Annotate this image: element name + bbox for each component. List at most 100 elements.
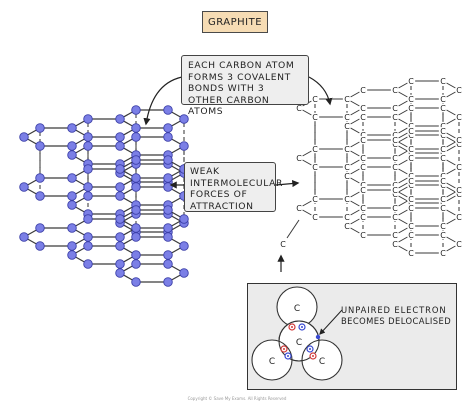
carbon-atom-bg [342,162,352,172]
carbon-symbol: C [360,131,366,140]
carbon-atom-bg [438,144,448,154]
carbon-atom [19,232,29,242]
carbon-symbol: C [440,181,446,190]
electron-dot [301,326,303,328]
carbon-symbol: C [440,131,446,140]
carbon-symbol: C [456,240,462,249]
carbon-atom-bg [342,94,352,104]
carbon-symbol: C [392,163,398,172]
carbon-atom [67,250,77,260]
carbon-symbol: C [360,181,366,190]
inset-carbon-symbol: C [294,304,300,314]
carbon-atom-bg [342,144,352,154]
carbon-atom-bg [358,230,368,240]
carbon-atom [115,114,125,124]
carbon-atom [131,182,141,192]
carbon-atom [83,191,93,201]
carbon-symbol: C [360,86,366,95]
carbon-symbol: C [312,163,318,172]
carbon-atom-bg [454,85,464,95]
carbon-symbol: C [440,231,446,240]
carbon-atom [35,223,45,233]
carbon-atom [67,123,77,133]
carbon-atom [131,232,141,242]
carbon-symbol: C [360,113,366,122]
callout-line: EACH CARBON ATOM [188,60,295,71]
carbon-symbol: C [408,199,414,208]
carbon-atom [83,114,93,124]
carbon-symbol: C [296,104,302,113]
carbon-symbol: C [408,181,414,190]
carbon-symbol: C [456,186,462,195]
inset-atom-center-outline [278,320,320,362]
carbon-atom-bg [438,221,448,231]
carbon-atom-bg [310,94,320,104]
callout-intermolecular-forces: WEAK INTERMOLECULAR FORCES OF ATTRACTION [184,162,282,212]
carbon-atom-bg [438,248,448,258]
carbon-atom-bg [454,239,464,249]
carbon-atom [83,214,93,224]
carbon-symbol: C [344,163,350,172]
carbon-atom [115,164,125,174]
carbon-symbol: C [360,231,366,240]
carbon-atom-bg [454,162,464,172]
carbon-atom-bg [390,103,400,113]
callout-line: FORMS 3 COVALENT [188,71,291,83]
carbon-atom-bg [342,212,352,222]
carbon-atom [179,268,189,278]
carbon-atom-bg [438,230,448,240]
arrow-forces-right [275,179,300,188]
covalent-bond [286,219,300,239]
carbon-symbol: C [456,190,462,199]
carbon-symbol: C [408,195,414,204]
carbon-symbol: C [440,95,446,104]
carbon-atom-bg [358,135,368,145]
carbon-atom [19,132,29,142]
carbon-atom-bg [358,103,368,113]
carbon-symbol: C [360,163,366,172]
carbon-atom-bg [454,135,464,145]
carbon-symbol: C [456,136,462,145]
carbon-atom [83,259,93,269]
carbon-symbol: C [440,149,446,158]
carbon-symbol: C [408,222,414,231]
carbon-symbol: C [456,140,462,149]
carbon-atom-bg [342,171,352,181]
carbon-atom [115,191,125,201]
carbon-atom-bg [454,212,464,222]
carbon-atom-bg [438,94,448,104]
carbon-symbol: C [456,213,462,222]
arrow-to-right-lattice [308,76,333,106]
carbon-atom-bg [390,112,400,122]
carbon-atom [131,277,141,287]
inset-carbon-symbol: C [269,357,275,367]
carbon-symbol: C [440,199,446,208]
carbon-atom-bg [390,212,400,222]
carbon-atom-bg [294,103,304,113]
carbon-symbol: C [392,186,398,195]
carbon-atom-bg [342,112,352,122]
carbon-symbol: C [440,77,446,86]
carbon-symbol: C [312,213,318,222]
carbon-atom [83,164,93,174]
carbon-symbol: C [408,154,414,163]
carbon-atom-bg [438,194,448,204]
carbon-atom [179,241,189,251]
carbon-atom-bg [406,194,416,204]
carbon-atom-bg [438,176,448,186]
carbon-atom-bg [294,153,304,163]
carbon-atom-bg [310,112,320,122]
carbon-atom [163,232,173,242]
carbon-symbol: C [440,127,446,136]
carbon-symbol: C [392,204,398,213]
carbon-symbol: C [440,204,446,213]
carbon-symbol: C [408,249,414,258]
carbon-symbol: C [280,240,286,249]
carbon-symbol: C [312,113,318,122]
carbon-atom-bg [406,203,416,213]
carbon-atom-bg [390,203,400,213]
carbon-symbol: C [344,195,350,204]
carbon-symbol: C [344,95,350,104]
carbon-atom-bg [438,203,448,213]
